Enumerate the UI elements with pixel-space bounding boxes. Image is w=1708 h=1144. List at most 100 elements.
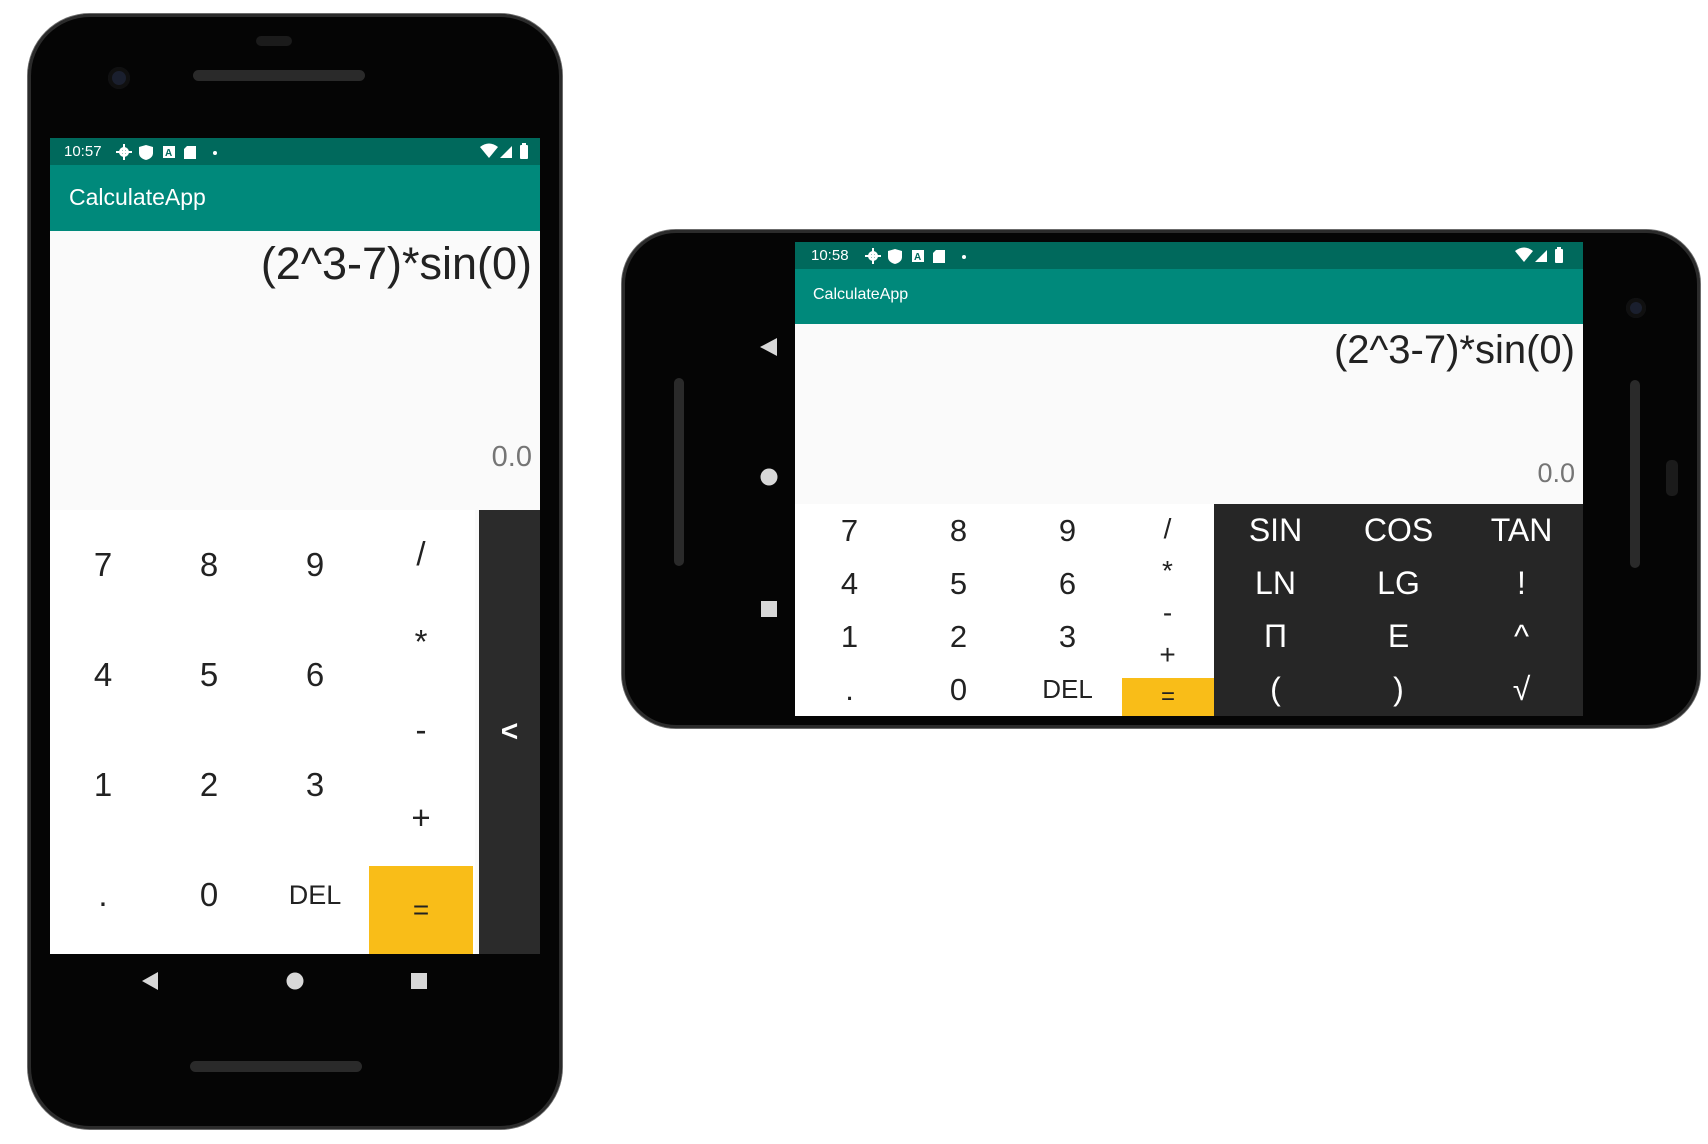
key-4[interactable]: 4 (840, 565, 859, 601)
earpiece-notch (1666, 460, 1678, 496)
left-speaker-grille (674, 378, 684, 566)
back-icon[interactable] (760, 338, 777, 356)
key-cos[interactable]: COS (1363, 512, 1434, 548)
key-0[interactable]: 0 (949, 671, 968, 707)
key-pi[interactable]: Π (1263, 618, 1288, 654)
expression-display[interactable]: (2^3-7)*sin(0) (1333, 328, 1575, 372)
sd-card-icon (933, 250, 945, 263)
key-lg[interactable]: LG (1377, 565, 1420, 601)
app-title: CalculateApp (813, 286, 909, 303)
status-left-icons: A (116, 144, 217, 160)
signal-icon (500, 146, 512, 158)
bottom-speaker-grille (190, 1061, 362, 1072)
home-icon[interactable] (760, 468, 778, 486)
key-8[interactable]: 8 (949, 512, 968, 548)
result-display: 0.0 (491, 441, 532, 473)
key-equals[interactable]: = (369, 866, 473, 954)
key-tan[interactable]: TAN (1490, 512, 1553, 548)
key-right-paren[interactable]: ) (1393, 671, 1404, 707)
top-speaker-grille (193, 70, 365, 81)
key-equals[interactable]: = (1122, 678, 1214, 716)
key-minus[interactable]: - (415, 711, 427, 748)
gear-icon (865, 248, 881, 264)
key-plus[interactable]: + (1159, 639, 1176, 670)
battery-icon (1555, 247, 1563, 263)
key-sin[interactable]: SIN (1248, 512, 1303, 548)
home-icon[interactable] (286, 972, 304, 990)
a-icon: A (912, 250, 924, 263)
status-bar: 10:58 A (795, 242, 1583, 269)
signal-icon (1535, 250, 1547, 262)
key-del[interactable]: DEL (288, 879, 342, 910)
right-speaker-grille (1630, 380, 1640, 568)
key-9[interactable]: 9 (305, 546, 325, 583)
key-7[interactable]: 7 (93, 546, 113, 583)
key-0[interactable]: 0 (199, 876, 219, 913)
front-camera (108, 67, 130, 89)
key-minus[interactable]: - (1162, 597, 1173, 628)
key-sqrt[interactable]: √ (1512, 671, 1531, 707)
key-plus[interactable]: + (411, 799, 431, 836)
key-dot[interactable]: . (845, 671, 854, 707)
key-divide[interactable]: / (1163, 513, 1172, 544)
status-time: 10:57 (64, 143, 102, 160)
landscape-screen: 10:58 A CalculateApp (2^3-7)*sin(0) 0.0 … (795, 242, 1583, 716)
key-7[interactable]: 7 (840, 512, 859, 548)
front-camera (1626, 298, 1646, 318)
key-4[interactable]: 4 (93, 656, 113, 693)
result-display: 0.0 (1537, 458, 1575, 488)
earpiece-notch (256, 36, 292, 46)
keypad: 7 8 9 4 5 6 1 2 3 . 0 DEL / * - + = (50, 510, 475, 954)
key-9[interactable]: 9 (1058, 512, 1077, 548)
key-e[interactable]: E (1387, 618, 1410, 654)
key-factorial[interactable]: ! (1517, 565, 1526, 601)
key-6[interactable]: 6 (305, 656, 325, 693)
key-5[interactable]: 5 (949, 565, 968, 601)
portrait-screen: 10:57 A CalculateApp (2^3-7)*sin(0) 0.0 … (50, 138, 540, 954)
expression-display[interactable]: (2^3-7)*sin(0) (260, 238, 532, 289)
key-1[interactable]: 1 (840, 618, 859, 654)
portrait-nav-bar (142, 972, 427, 990)
key-2[interactable]: 2 (949, 618, 968, 654)
status-bar: 10:57 A (50, 138, 540, 165)
key-1[interactable]: 1 (93, 766, 113, 803)
app-bar: CalculateApp (795, 269, 1583, 324)
key-divide[interactable]: / (416, 535, 426, 572)
wifi-icon (480, 143, 498, 158)
shield-icon (139, 145, 153, 160)
status-time: 10:58 (811, 247, 849, 264)
svg-text:A: A (165, 148, 172, 159)
keypad: 7 8 9 4 5 6 1 2 3 . 0 DEL / * - + = (795, 504, 1214, 716)
key-2[interactable]: 2 (199, 766, 219, 803)
key-5[interactable]: 5 (199, 656, 219, 693)
scientific-panel: SIN COS TAN LN LG ! Π E ^ ( ) √ (1214, 504, 1583, 716)
key-multiply[interactable]: * (1162, 555, 1173, 586)
wifi-icon (1515, 247, 1533, 262)
key-del[interactable]: DEL (1042, 674, 1093, 704)
dot-icon (213, 151, 217, 155)
landscape-nav-bar (760, 338, 778, 617)
gear-icon (116, 144, 132, 160)
key-3[interactable]: 3 (1058, 618, 1077, 654)
key-dot[interactable]: . (98, 876, 108, 913)
recents-icon[interactable] (761, 601, 777, 617)
a-icon: A (163, 146, 175, 159)
recents-icon[interactable] (411, 973, 427, 989)
back-icon[interactable] (142, 972, 158, 990)
battery-icon (520, 143, 528, 159)
key-multiply[interactable]: * (414, 623, 428, 660)
key-ln[interactable]: LN (1255, 565, 1296, 601)
scientific-drawer-toggle[interactable]: < (479, 510, 540, 954)
dot-icon (962, 255, 966, 259)
key-power[interactable]: ^ (1513, 618, 1529, 654)
svg-text:A: A (914, 252, 921, 263)
shield-icon (888, 249, 902, 264)
key-3[interactable]: 3 (305, 766, 325, 803)
sd-card-icon (184, 146, 196, 159)
status-right-icons (1515, 247, 1563, 263)
key-6[interactable]: 6 (1058, 565, 1077, 601)
key-8[interactable]: 8 (199, 546, 219, 583)
key-left-paren[interactable]: ( (1270, 671, 1281, 707)
app-title: CalculateApp (69, 184, 206, 210)
status-left-icons: A (865, 248, 966, 264)
